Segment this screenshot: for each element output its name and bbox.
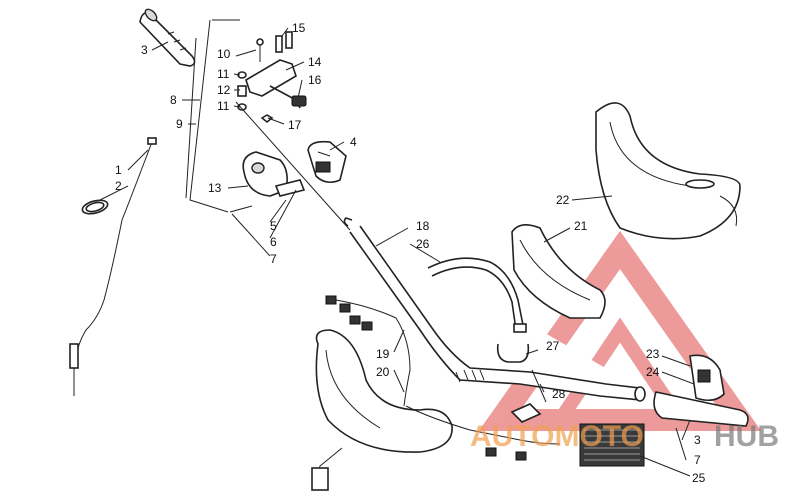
handlebar-pad-21	[511, 224, 606, 319]
callout-27: 27	[546, 339, 560, 353]
callout-6: 6	[270, 235, 277, 249]
callout-3b: 3	[694, 433, 701, 447]
callout-7: 7	[270, 252, 277, 266]
heater-element	[579, 423, 645, 467]
callout-11: 11	[217, 67, 230, 81]
callout-23: 23	[646, 347, 660, 361]
grip-left	[139, 8, 196, 67]
callout-8: 8	[170, 93, 177, 107]
wiring-harness	[311, 295, 561, 491]
bracket-lines	[185, 19, 240, 213]
callout-16: 16	[308, 73, 322, 87]
callout-labels: 1 2 3 4 5 6 7 8 9 10 11 12 11 13 14 15 1…	[115, 21, 706, 485]
switch-housing	[307, 140, 347, 184]
callout-3: 3	[141, 43, 148, 57]
callout-15: 15	[292, 21, 306, 35]
crossbar	[427, 257, 527, 333]
throttle-lever	[245, 31, 307, 109]
callout-7b: 7	[694, 453, 701, 467]
callout-25: 25	[692, 471, 706, 485]
callout-10: 10	[217, 47, 231, 61]
callout-14: 14	[308, 55, 322, 69]
callout-20: 20	[376, 365, 390, 379]
watermark-text: AUTOMOTO HUB	[470, 420, 779, 453]
callout-17: 17	[288, 118, 302, 132]
grip-right	[510, 391, 749, 427]
throttle-cable	[69, 137, 157, 396]
watermark-text-right: HUB	[714, 420, 779, 453]
callout-5: 5	[270, 219, 277, 233]
callout-2: 2	[115, 179, 122, 193]
callout-12: 12	[217, 83, 231, 97]
u-clamp	[496, 343, 530, 363]
callout-1: 1	[115, 163, 122, 177]
throttle-housing	[229, 151, 306, 213]
bolt-28	[531, 369, 547, 403]
callout-22: 22	[556, 193, 570, 207]
handlebar-pad-22	[595, 102, 741, 240]
watermark-text-left: AUTOMOTO	[470, 420, 644, 453]
callout-18: 18	[416, 219, 430, 233]
callout-11b: 11	[217, 99, 230, 113]
callout-4: 4	[350, 135, 357, 149]
callout-21: 21	[574, 219, 588, 233]
callout-19: 19	[376, 347, 390, 361]
switch-housing-right	[689, 354, 725, 402]
handlebar-pad-20	[315, 329, 453, 453]
callout-26: 26	[416, 237, 430, 251]
callout-24: 24	[646, 365, 660, 379]
callout-13: 13	[208, 181, 222, 195]
leader-lines	[99, 27, 695, 477]
callout-9: 9	[176, 117, 183, 131]
callout-28: 28	[552, 387, 566, 401]
hardware-stack	[237, 38, 274, 124]
